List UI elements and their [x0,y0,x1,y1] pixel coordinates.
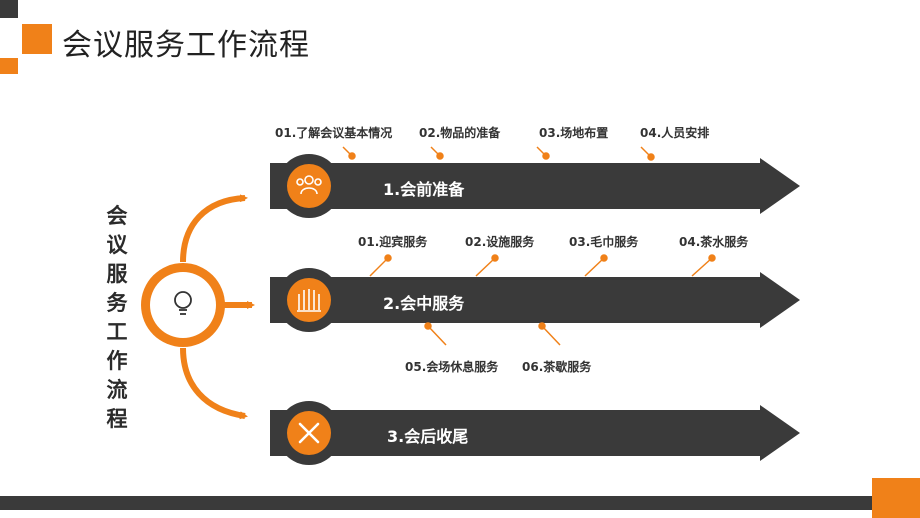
footer-orange-square [872,478,920,518]
stage-label-2: 2.会中服务 [383,294,465,313]
stage-2-item-3: 03.毛巾服务 [569,235,639,249]
branch-curve-top [180,194,248,263]
stage-1-item-1: 01.了解会议基本情况 [275,126,393,140]
stage-arrow-3 [270,405,800,461]
stage-2-item-1: 01.迎宾服务 [358,235,428,249]
stage-1-item-4: 04.人员安排 [640,126,710,140]
side-vertical-title: 会议服务工作流程 [106,204,128,431]
tools-icon [298,422,320,444]
stage-label-3: 3.会后收尾 [387,427,469,446]
footer-bar [0,496,920,510]
corner-square-dark [0,0,18,18]
group-people-icon [296,175,322,195]
stage-arrow-2 [270,272,800,328]
stage-2-item-2: 02.设施服务 [465,235,535,249]
hands-raised-icon [297,289,321,312]
connectors-stage-2-above [369,254,716,277]
stage-2-item-5: 05.会场休息服务 [405,360,499,374]
corner-square-orange-small [0,58,18,74]
stage-1-item-2: 02.物品的准备 [419,126,501,140]
stage-circle-1-inner [287,164,331,208]
stage-1-item-3: 03.场地布置 [539,126,609,140]
center-circle-inner [150,272,216,338]
corner-square-orange [22,24,52,54]
stage-arrow-1 [270,158,800,214]
branch-curve-bottom [180,347,248,420]
stage-label-1: 1.会前准备 [383,180,465,199]
connectors-stage-1 [342,146,655,161]
lightbulb-icon [174,291,192,315]
page-title: 会议服务工作流程 [62,28,310,63]
stage-2-item-4: 04.茶水服务 [679,235,749,249]
stage-2-item-6: 06.茶歇服务 [522,360,592,374]
connectors-stage-2-below [424,322,561,346]
